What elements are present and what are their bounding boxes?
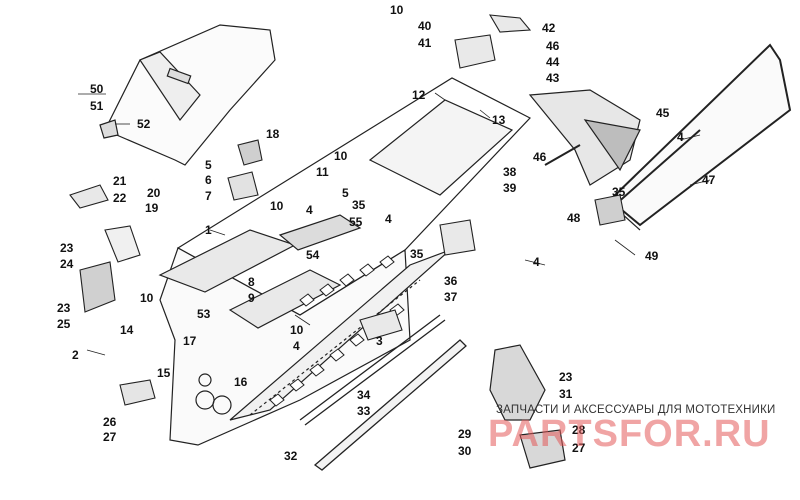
callout-label: 5 [342, 186, 349, 200]
callout-label: 24 [60, 257, 74, 271]
callout-label: 46 [533, 150, 547, 164]
callout-label: 21 [113, 174, 127, 188]
callout-label: 14 [120, 323, 134, 337]
callout-label: 36 [444, 274, 458, 288]
callout-label: 33 [357, 404, 371, 418]
callout-label: 44 [546, 55, 560, 69]
seat [99, 24, 276, 166]
callout-labels: 1 2 3 4 4 4 4 4 5 5 6 7 8 9 10 10 10 10 … [57, 3, 716, 463]
callout-label: 23 [559, 370, 573, 384]
callout-label: 23 [57, 301, 71, 315]
callout-label: 39 [503, 181, 517, 195]
callout-label: 10 [290, 323, 304, 337]
callout-label: 34 [357, 388, 371, 402]
callout-label: 27 [572, 441, 586, 455]
callout-label: 9 [248, 291, 255, 305]
callout-label: 4 [677, 130, 684, 144]
callout-label: 3 [376, 334, 383, 348]
callout-label: 12 [412, 88, 426, 102]
callout-label: 15 [157, 366, 171, 380]
callout-label: 2 [72, 348, 79, 362]
callout-label: 20 [147, 186, 161, 200]
watermark-subtitle: ЗАПЧАСТИ И АКСЕССУАРЫ ДЛЯ МОТОТЕХНИКИ [496, 404, 776, 416]
watermark-logo: PARTSFOR.RU [488, 413, 771, 455]
callout-label: 10 [140, 291, 154, 305]
callout-label: 35 [410, 247, 424, 261]
callout-label: 23 [60, 241, 74, 255]
callout-label: 35 [612, 185, 626, 199]
leader-lines [78, 92, 711, 356]
callout-label: 4 [306, 203, 313, 217]
snow-flap-assembly [528, 89, 641, 186]
callout-label: 10 [270, 199, 284, 213]
small-parts [69, 14, 626, 406]
callout-label: 53 [197, 307, 211, 321]
callout-label: 51 [90, 99, 104, 113]
callout-label: 47 [702, 173, 716, 187]
callout-label: 45 [656, 106, 670, 120]
callout-label: 8 [248, 275, 255, 289]
callout-label: 49 [645, 249, 659, 263]
callout-label: 28 [572, 423, 586, 437]
callout-label: 4 [385, 212, 392, 226]
callout-label: 1 [205, 223, 212, 237]
callout-label: 10 [390, 3, 404, 17]
callout-label: 16 [234, 375, 248, 389]
callout-label: 18 [266, 127, 280, 141]
callout-label: 54 [306, 248, 320, 262]
callout-label: 46 [546, 39, 560, 53]
callout-label: 32 [284, 449, 298, 463]
callout-label: 42 [542, 21, 556, 35]
callout-label: 7 [205, 189, 212, 203]
callout-label: 52 [137, 117, 151, 131]
step-bracket [489, 344, 566, 469]
rear-bumper [608, 43, 792, 231]
callout-label: 41 [418, 36, 432, 50]
callout-label: 4 [533, 255, 540, 269]
callout-label: 22 [113, 191, 127, 205]
callout-label: 26 [103, 415, 117, 429]
callout-label: 17 [183, 334, 197, 348]
callout-label: 29 [458, 427, 472, 441]
callout-label: 13 [492, 113, 506, 127]
callout-label: 10 [334, 149, 348, 163]
callout-label: 27 [103, 430, 117, 444]
long-bars [299, 314, 467, 471]
callout-label: 55 [349, 215, 363, 229]
callout-label: 6 [205, 173, 212, 187]
callout-label: 30 [458, 444, 472, 458]
callout-label: 11 [316, 165, 329, 179]
callout-label: 38 [503, 165, 517, 179]
callout-label: 4 [293, 339, 300, 353]
callout-label: 40 [418, 19, 432, 33]
tunnel-frame [158, 77, 531, 446]
callout-label: 19 [145, 201, 159, 215]
callout-label: 43 [546, 71, 560, 85]
callout-label: 5 [205, 158, 212, 172]
callout-label: 25 [57, 317, 71, 331]
callout-label: 31 [559, 387, 573, 401]
callout-label: 37 [444, 290, 458, 304]
callout-label: 35 [352, 198, 366, 212]
callout-label: 50 [90, 82, 104, 96]
callout-label: 48 [567, 211, 581, 225]
